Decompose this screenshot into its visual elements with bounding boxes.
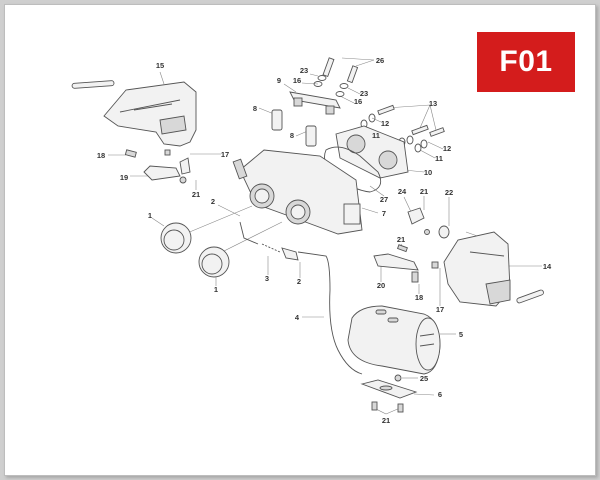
callout-1[interactable]: 1 (214, 285, 218, 294)
callout-8[interactable]: 8 (253, 104, 257, 113)
callout-21[interactable]: 21 (382, 416, 390, 425)
part-injectors (271, 109, 317, 147)
callout-6[interactable]: 6 (438, 390, 442, 399)
callout-1[interactable]: 1 (148, 211, 152, 220)
callout-21[interactable]: 21 (420, 187, 428, 196)
callout-23[interactable]: 23 (360, 89, 368, 98)
callout-7[interactable]: 7 (382, 209, 386, 218)
part-pin-right (516, 289, 544, 304)
part-airbox-cover-left (103, 81, 197, 147)
callout-12[interactable]: 12 (381, 119, 389, 128)
callout-15[interactable]: 15 (156, 61, 164, 70)
part-fuel-filter (347, 305, 441, 375)
callout-23[interactable]: 23 (300, 66, 308, 75)
part-throttle-body (232, 149, 363, 235)
callout-26[interactable]: 26 (376, 56, 384, 65)
callout-17[interactable]: 17 (221, 150, 229, 159)
callout-27[interactable]: 27 (380, 195, 388, 204)
callout-16[interactable]: 16 (354, 97, 362, 106)
leader-lines (108, 57, 542, 415)
callout-18[interactable]: 18 (97, 151, 105, 160)
callout-21[interactable]: 21 (397, 235, 405, 244)
callout-22[interactable]: 22 (445, 188, 453, 197)
part-bolts-13 (360, 104, 445, 153)
callout-19[interactable]: 19 (120, 173, 128, 182)
callout-12[interactable]: 12 (443, 144, 451, 153)
callout-11[interactable]: 11 (372, 131, 380, 140)
callout-2[interactable]: 2 (211, 197, 215, 206)
part-hoses-2-3 (239, 221, 299, 261)
part-fuel-line-4 (297, 251, 363, 375)
part-intake-manifold (335, 125, 409, 179)
callout-4[interactable]: 4 (295, 313, 300, 322)
part-bracket-19 (124, 149, 191, 184)
callout-8[interactable]: 8 (290, 131, 294, 140)
callout-24[interactable]: 24 (398, 187, 407, 196)
part-pin-left (71, 80, 115, 89)
callout-20[interactable]: 20 (377, 281, 385, 290)
callout-21[interactable]: 21 (192, 190, 200, 199)
part-bolts-26 (313, 57, 359, 97)
part-fuel-rail (289, 91, 341, 115)
callout-13[interactable]: 13 (429, 99, 437, 108)
part-clip-24-22 (407, 207, 450, 239)
callout-25[interactable]: 25 (420, 374, 428, 383)
part-mount-plate (360, 374, 418, 413)
callout-3[interactable]: 3 (265, 274, 269, 283)
callout-16[interactable]: 16 (293, 76, 301, 85)
part-bracket-20 (373, 244, 439, 283)
callout-11[interactable]: 11 (435, 154, 443, 163)
callout-labels: 15 9 23 16 26 23 16 8 8 13 12 11 12 11 1… (97, 56, 552, 425)
callout-17[interactable]: 17 (436, 305, 444, 314)
callout-14[interactable]: 14 (543, 262, 552, 271)
callout-2[interactable]: 2 (297, 277, 301, 286)
callout-10[interactable]: 10 (424, 168, 432, 177)
callout-18[interactable]: 18 (415, 293, 423, 302)
section-code-badge: F01 (477, 32, 575, 92)
callout-5[interactable]: 5 (459, 330, 463, 339)
part-airbox-cover-right (443, 231, 511, 307)
part-intake-rubbers (160, 222, 230, 278)
callout-9[interactable]: 9 (277, 76, 281, 85)
